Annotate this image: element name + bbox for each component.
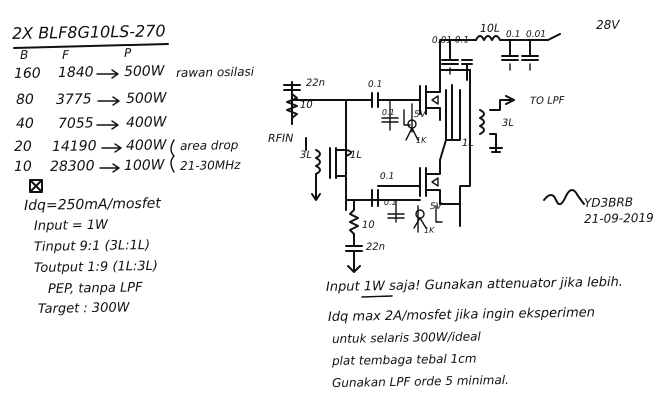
small-cap-label: 0.1: [383, 197, 397, 207]
table-arrows: [96, 69, 122, 173]
spec-line: Tinput 9:1 (3L:1L): [33, 237, 151, 255]
tout-1l-label: 1L: [461, 137, 475, 149]
callsign: YD3BRB: [583, 195, 634, 210]
bias-5v-top-label: 5V: [413, 109, 426, 120]
mosfet-top: [419, 79, 441, 121]
tin-1l-label: 1L: [349, 149, 363, 161]
tout-3l-label: 3L: [501, 117, 515, 129]
spec-line: Idq=250mA/mosfet: [23, 195, 161, 214]
to-lpf-label: TO LPF: [529, 95, 565, 107]
c-gate-bot-label: 0.1: [379, 171, 395, 182]
col-p-header: P: [123, 45, 132, 60]
r-bot-10-label: 10: [361, 219, 375, 231]
row-p: 100W: [123, 157, 165, 174]
resistor-10-bot: [349, 199, 359, 247]
tout-3l: [479, 109, 485, 135]
row-b: 80: [15, 91, 34, 108]
row-f: 7055: [57, 115, 94, 132]
pot-bot-label: 1K: [423, 225, 435, 235]
bias-5v-bot-label: 5V: [429, 201, 442, 212]
row-f: 28300: [49, 158, 95, 175]
tout-1l: [445, 84, 461, 141]
cap-001-supply: [521, 39, 539, 61]
cap-01-label: 0.1: [505, 29, 521, 40]
row-p: 500W: [125, 90, 167, 107]
brace-mark: [170, 139, 175, 173]
c-gate-top-label: 0.1: [367, 79, 383, 90]
note-line: plat tembaga tebal 1cm: [331, 351, 477, 368]
row-p: 400W: [125, 137, 167, 154]
small-cap-label: 0.1: [381, 107, 395, 117]
signature-date: 21-09-2019: [583, 210, 654, 226]
resistor-10-top: [286, 93, 298, 119]
r-bot-22-label: 22n: [365, 241, 386, 253]
vdd-label: 28V: [595, 17, 620, 32]
note-line: untuk selaris 300W/ideal: [331, 329, 481, 346]
bias-net-top: [381, 99, 399, 131]
row-note: 21-30MHz: [179, 157, 241, 173]
spec-line: Target : 300W: [37, 300, 130, 317]
spec-line: Input = 1W: [33, 217, 109, 234]
spec-line: Toutput 1:9 (1L:3L): [33, 258, 159, 276]
row-note: rawan osilasi: [175, 64, 255, 80]
mosfet-bot: [419, 159, 441, 205]
row-note: area drop: [179, 137, 239, 153]
choke-label: 10L: [479, 21, 501, 35]
row-b: 160: [13, 65, 41, 82]
cap-001-a: [461, 59, 473, 81]
row-b: 20: [13, 138, 32, 155]
col-b-header: B: [19, 47, 29, 62]
spec-line: PEP, tanpa LPF: [47, 280, 143, 297]
r-top-22-label: 22n: [305, 77, 326, 89]
note-underline: [361, 295, 393, 298]
tin-3l: [315, 149, 321, 175]
r-top-10-label: 10: [299, 99, 313, 111]
tin-1l: [329, 147, 347, 179]
signature-squiggle: [543, 189, 585, 206]
scribble-mark: [29, 179, 43, 193]
choke-10l: [475, 33, 561, 41]
pot-bot: [415, 209, 425, 219]
row-f: 14190: [51, 138, 97, 155]
row-f: 3775: [55, 91, 92, 108]
bias-net-bot: [387, 199, 405, 223]
row-b: 40: [15, 115, 34, 132]
pot-top-label: 1K: [415, 135, 427, 145]
cap-01-supply: [501, 39, 519, 61]
c-gate-bot: [371, 185, 421, 207]
col-f-header: F: [61, 47, 70, 62]
header-underline: [13, 43, 169, 49]
cap-pair-label: 0.01 0.1: [431, 35, 470, 46]
to-lpf-arrow: [489, 95, 515, 111]
row-b: 10: [13, 158, 32, 175]
rfin-label: RFIN: [267, 131, 294, 145]
row-p: 400W: [125, 114, 167, 131]
row-f: 1840: [57, 64, 94, 81]
cap-001-label: 0.01: [525, 29, 547, 40]
c-gate-top: [345, 92, 421, 108]
tin-3l-label: 3L: [299, 149, 313, 161]
row-p: 500W: [123, 63, 165, 80]
device-title: 2X BLF8G10LS-270: [11, 21, 166, 43]
cap-22n-top: [283, 84, 301, 91]
